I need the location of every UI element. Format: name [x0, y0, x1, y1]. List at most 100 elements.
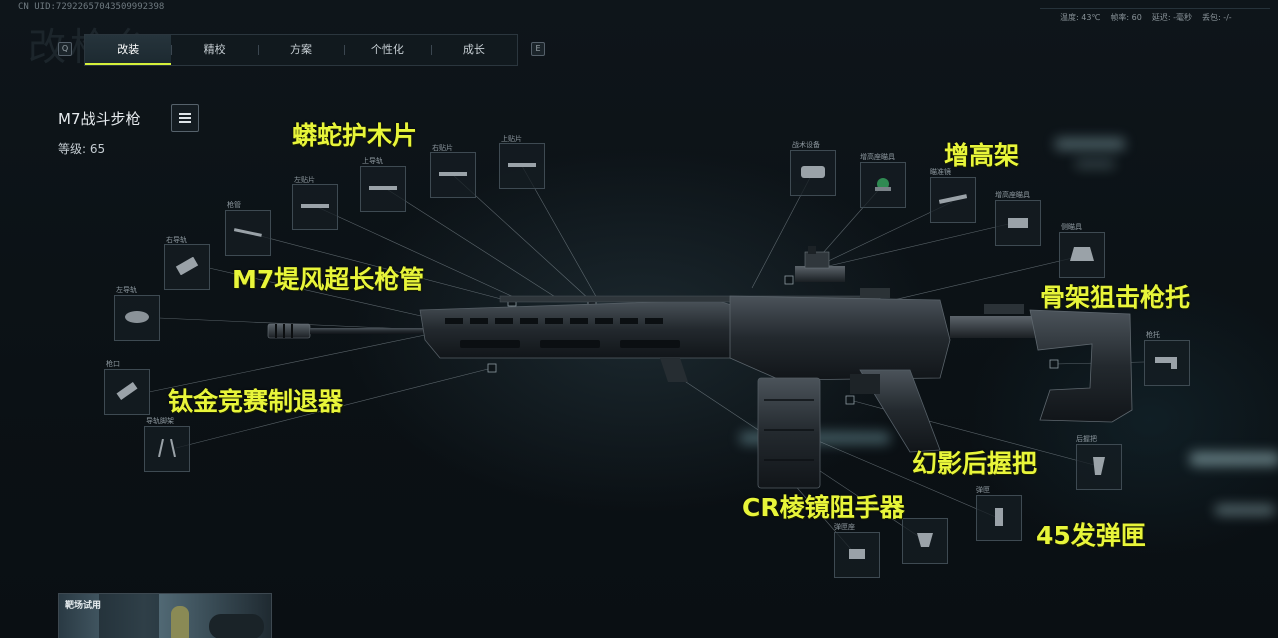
- side-optic-icon: [1070, 247, 1094, 261]
- slot-side-optic[interactable]: [1059, 232, 1105, 278]
- barrel-icon: [234, 228, 262, 237]
- bipod-icon: [158, 439, 176, 457]
- rail-panel-icon: [508, 163, 536, 167]
- slot-upper-rail[interactable]: [360, 166, 406, 212]
- latency: 延迟: -毫秒: [1151, 13, 1192, 22]
- slot-foregrip[interactable]: [902, 518, 948, 564]
- slot-riser-optic[interactable]: [860, 162, 906, 208]
- slot-muzzle[interactable]: [104, 369, 150, 415]
- slot-right-rail[interactable]: [164, 244, 210, 290]
- magazine: [757, 377, 821, 489]
- packet-loss: 丢包: -/-: [1201, 13, 1232, 22]
- slot-tactical[interactable]: [790, 150, 836, 196]
- list-icon: [179, 117, 191, 119]
- slot-riser-mount[interactable]: [995, 200, 1041, 246]
- slot-rear-grip[interactable]: [1076, 444, 1122, 490]
- muzzle-brake-icon: [116, 382, 138, 400]
- rail-panel-icon: [439, 172, 467, 176]
- slot-label: 侧瞄具: [1061, 223, 1082, 231]
- slot-label: 左导轨: [116, 286, 137, 294]
- slot-mag-base[interactable]: [834, 532, 880, 578]
- weapon-list-button[interactable]: [171, 104, 199, 132]
- callout-foregrip: CR棱镜阻手器: [742, 493, 905, 522]
- status-bar: 温度: 43℃ 帧率: 60 延迟: -毫秒 丢包: -/-: [1060, 12, 1232, 23]
- list-icon: [179, 113, 191, 115]
- slot-label: 增高座瞄具: [860, 153, 895, 161]
- riser-mount: [795, 266, 845, 282]
- weapon-level: 等级: 65: [58, 142, 106, 156]
- grip-icon: [1093, 457, 1105, 475]
- slot-label: 上导轨: [362, 157, 383, 165]
- callout-magazine: 45发弹匣: [1036, 521, 1146, 550]
- slot-label: 上贴片: [501, 135, 522, 143]
- scope-icon: [939, 194, 967, 204]
- mag-base-icon: [849, 549, 865, 559]
- slot-label: 枪托: [1146, 331, 1160, 339]
- tab-presets[interactable]: 方案: [257, 35, 344, 65]
- ambient-light: [1215, 505, 1275, 515]
- slot-left-rail[interactable]: [114, 295, 160, 341]
- weapon-name: M7战斗步枪: [58, 110, 141, 128]
- next-tab-key[interactable]: E: [531, 42, 545, 56]
- tab-personalize[interactable]: 个性化: [344, 35, 430, 65]
- framerate: 帧率: 60: [1110, 13, 1142, 22]
- slot-magazine[interactable]: [976, 495, 1022, 541]
- slot-label: 弹匣座: [834, 523, 855, 531]
- stock: [1029, 309, 1133, 423]
- slot-label: 战术设备: [792, 141, 820, 149]
- callout-stock: 骨架狙击枪托: [1040, 283, 1191, 312]
- tactical-device-icon: [801, 166, 825, 178]
- temperature: 温度: 43℃: [1060, 13, 1101, 22]
- callout-muzzle: 钛金竞赛制退器: [168, 387, 344, 416]
- slot-label: 增高座瞄具: [995, 191, 1030, 199]
- hand-stop-icon: [917, 533, 933, 547]
- handguard: [419, 299, 736, 359]
- rail-panel-icon: [301, 204, 329, 208]
- receiver: [729, 295, 951, 381]
- slot-rail-bipod[interactable]: [144, 426, 190, 472]
- tab-growth[interactable]: 成长: [430, 35, 517, 65]
- slot-scope[interactable]: [930, 177, 976, 223]
- slot-right-panel[interactable]: [430, 152, 476, 198]
- rail-mount-icon: [125, 311, 149, 323]
- ambient-light: [1055, 138, 1125, 150]
- slot-stock[interactable]: [1144, 340, 1190, 386]
- rifle-model[interactable]: [260, 240, 1180, 500]
- stock-icon: [1155, 357, 1177, 369]
- callout-grip: 幻影后握把: [912, 449, 1038, 478]
- slot-label: 右导轨: [166, 236, 187, 244]
- riser-mount-icon: [1008, 218, 1028, 228]
- rail-mount-icon: [175, 257, 199, 275]
- slot-label: 左贴片: [294, 176, 315, 184]
- hand-stop: [660, 358, 688, 382]
- magazine-icon: [995, 508, 1003, 526]
- list-icon: [179, 121, 191, 123]
- callout-riser: 增高架: [944, 141, 1020, 170]
- slot-label: 导轨脚架: [146, 417, 174, 425]
- ambient-light: [1075, 160, 1115, 168]
- slot-top-panel[interactable]: [499, 143, 545, 189]
- range-preview-image: [59, 594, 271, 638]
- ambient-light: [1190, 452, 1278, 466]
- slot-label: 枪口: [106, 360, 120, 368]
- rail-panel-icon: [369, 186, 397, 190]
- slot-barrel[interactable]: [225, 210, 271, 256]
- barrel: [310, 328, 430, 334]
- optic-icon: [875, 178, 891, 191]
- slot-label: 右贴片: [432, 144, 453, 152]
- tab-tuning[interactable]: 精校: [171, 35, 257, 65]
- callout-handguard: 蟒蛇护木片: [292, 121, 418, 150]
- player-uid: CN UID:72922657043509992398: [18, 2, 165, 12]
- slot-left-panel[interactable]: [292, 184, 338, 230]
- slot-label: 瞄准镜: [930, 168, 951, 176]
- range-test-panel[interactable]: 靶场试用: [58, 593, 272, 638]
- range-test-label: 靶场试用: [65, 601, 102, 611]
- muzzle-brake: [267, 323, 311, 339]
- slot-label: 后握把: [1076, 435, 1097, 443]
- slot-label: 弹匣: [976, 486, 990, 494]
- tab-bar: 改装 精校 方案 个性化 成长: [84, 34, 518, 66]
- tab-modify[interactable]: 改装: [85, 35, 172, 65]
- prev-tab-key[interactable]: Q: [58, 42, 72, 56]
- status-divider: [1040, 8, 1270, 9]
